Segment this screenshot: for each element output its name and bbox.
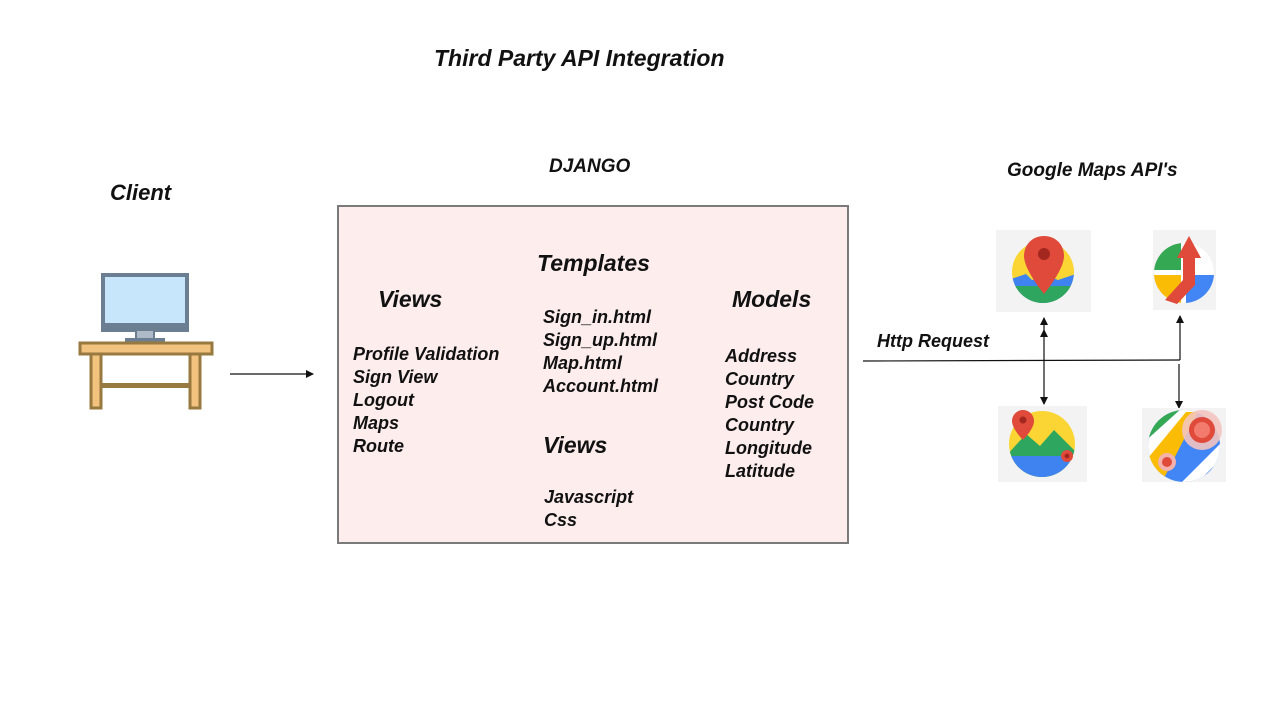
views-list: Profile Validation Sign View Logout Maps… [353, 343, 499, 458]
google-maps-icon [1142, 408, 1226, 482]
models-heading: Models [732, 286, 812, 312]
static-views-list: Javascript Css [544, 486, 633, 532]
page-title: Third Party API Integration [434, 45, 725, 71]
list-item: Account.html [543, 376, 658, 396]
list-item: Logout [353, 390, 414, 410]
list-item: Javascript [544, 487, 634, 507]
google-maps-pin-icon [996, 230, 1091, 312]
list-item: Latitude [725, 461, 795, 481]
list-item: Sign_up.html [543, 330, 657, 350]
list-item: Maps [353, 413, 400, 433]
views-heading: Views [378, 286, 443, 312]
http-request-label: Http Request [877, 331, 989, 351]
google-directions-icon [1153, 230, 1216, 310]
list-item: Sign View [353, 367, 438, 387]
static-views-heading: Views [543, 432, 608, 458]
google-places-icon [998, 406, 1087, 482]
list-item: Post Code [725, 392, 815, 412]
list-item: Profile Validation [353, 344, 500, 364]
templates-list: Sign_in.html Sign_up.html Map.html Accou… [543, 306, 658, 398]
templates-heading: Templates [537, 250, 650, 276]
list-item: Country [725, 369, 794, 389]
list-item: Address [725, 346, 798, 366]
list-item: Sign_in.html [543, 307, 651, 327]
client-computer-icon [78, 272, 214, 412]
http-request-line [862, 359, 1181, 362]
google-label: Google Maps API's [1007, 160, 1178, 181]
list-item: Css [544, 510, 578, 530]
list-item: Map.html [543, 353, 622, 373]
list-item: Route [353, 436, 404, 456]
django-box [337, 205, 849, 544]
list-item: Longitude [725, 438, 812, 458]
list-item: Country [725, 415, 794, 435]
django-label: DJANGO [549, 156, 631, 177]
models-list: Address Country Post Code Country Longit… [725, 345, 814, 483]
client-label: Client [110, 180, 172, 205]
